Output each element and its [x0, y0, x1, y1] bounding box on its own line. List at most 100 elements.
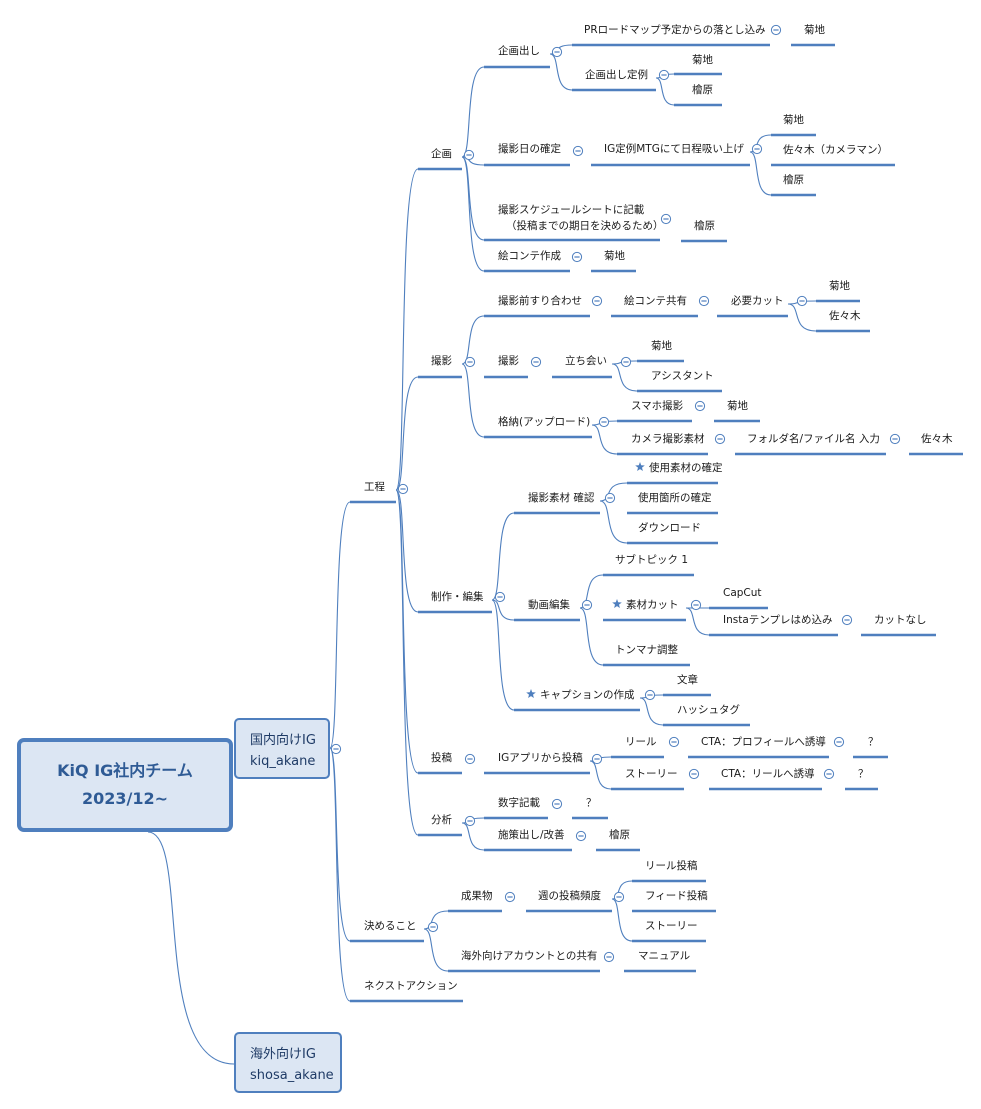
topic-kikaku-teirei[interactable]: 企画出し定例: [585, 68, 648, 81]
topic-seisaku[interactable]: 制作・編集: [431, 590, 484, 603]
topic-story-question[interactable]: ？: [858, 768, 869, 780]
topic-shiyou-sozai[interactable]: 使用素材の確定: [649, 461, 723, 474]
topic-next-action[interactable]: ネクストアクション: [364, 980, 458, 992]
topic-kakuno[interactable]: 格納(アップロード): [498, 415, 590, 428]
topic-mtg-kikuchi[interactable]: 菊地: [783, 113, 804, 126]
topic-kikaku[interactable]: 企画: [431, 147, 452, 160]
topic-ig-app[interactable]: IGアプリから投稿: [498, 751, 583, 764]
account-node-overseas[interactable]: 海外向けIG shosa_akane: [234, 1032, 342, 1093]
collapse-toggle-6[interactable]: [572, 145, 584, 157]
topic-kaigai-kyoyu[interactable]: 海外向けアカウントとの共有: [461, 949, 597, 962]
topic-insta-template[interactable]: Instaテンプレはめ込み: [723, 614, 832, 626]
topic-story[interactable]: ストーリー: [625, 768, 678, 780]
topic-tachiai[interactable]: 立ち会い: [565, 354, 607, 367]
topic-shiyou-kasho[interactable]: 使用箇所の確定: [638, 491, 712, 504]
topic-camera-sozai[interactable]: カメラ撮影素材: [631, 432, 705, 445]
collapse-toggle-2[interactable]: [463, 149, 475, 161]
topic-tonmana[interactable]: トンマナ調整: [615, 643, 678, 656]
topic-douga-henshu[interactable]: 動画編集: [528, 598, 570, 611]
topic-satsuei[interactable]: 撮影: [431, 354, 452, 367]
collapse-toggle-38[interactable]: [603, 951, 615, 963]
collapse-toggle-26[interactable]: [464, 753, 476, 765]
topic-seikabutsu[interactable]: 成果物: [461, 889, 493, 902]
topic-tachiai-kikuchi[interactable]: 菊地: [651, 339, 672, 352]
collapse-toggle-25[interactable]: [644, 689, 656, 701]
topic-suriawase[interactable]: 撮影前すり合わせ: [498, 294, 582, 307]
topic-sozai-kakunin[interactable]: 撮影素材 確認: [528, 491, 595, 504]
topic-cut-sasaki[interactable]: 佐々木: [829, 309, 861, 322]
collapse-toggle-31[interactable]: [823, 768, 835, 780]
topic-folder-name[interactable]: フォルダ名/ファイル名 入力: [747, 432, 880, 445]
topic-cut-nashi[interactable]: カットなし: [874, 614, 927, 626]
collapse-toggle-8[interactable]: [660, 213, 672, 225]
collapse-toggle-36[interactable]: [504, 891, 516, 903]
topic-ig-mtg[interactable]: IG定例MTGにて日程吸い上げ: [604, 142, 744, 155]
topic-shu-hindo[interactable]: 週の投稿頻度: [538, 889, 601, 902]
collapse-toggle-13[interactable]: [796, 295, 808, 307]
topic-capcut[interactable]: CapCut: [723, 587, 762, 599]
collapse-toggle-24[interactable]: [841, 614, 853, 626]
collapse-toggle-16[interactable]: [598, 416, 610, 428]
collapse-toggle-7[interactable]: [751, 143, 763, 155]
collapse-toggle-35[interactable]: [427, 921, 439, 933]
topic-feed-toukou[interactable]: フィード投稿: [645, 889, 708, 902]
topic-hitsuyo-cut[interactable]: 必要カット: [731, 294, 784, 307]
collapse-toggle-10[interactable]: [464, 356, 476, 368]
collapse-toggle-18[interactable]: [714, 433, 726, 445]
collapse-toggle-12[interactable]: [698, 295, 710, 307]
topic-satsuei-kakutei[interactable]: 撮影日の確定: [498, 142, 561, 155]
topic-toukou[interactable]: 投稿: [431, 751, 452, 764]
topic-schedule-hinohara[interactable]: 檜原: [694, 219, 715, 232]
topic-koutei[interactable]: 工程: [364, 481, 385, 493]
topic-mtg-hinohara[interactable]: 檜原: [783, 173, 804, 186]
topic-download[interactable]: ダウンロード: [638, 521, 701, 534]
collapse-toggle-17[interactable]: [694, 400, 706, 412]
topic-shisaku-hinohara[interactable]: 檜原: [609, 828, 630, 841]
collapse-toggles[interactable]: [330, 24, 901, 963]
topic-bunseki[interactable]: 分析: [431, 813, 452, 826]
collapse-toggle-1[interactable]: [397, 483, 409, 495]
topic-caption[interactable]: キャプションの作成: [540, 689, 635, 701]
collapse-toggle-15[interactable]: [620, 356, 632, 368]
collapse-toggle-30[interactable]: [688, 768, 700, 780]
collapse-toggle-22[interactable]: [581, 599, 593, 611]
collapse-toggle-19[interactable]: [889, 433, 901, 445]
collapse-toggle-5[interactable]: [658, 69, 670, 81]
topic-teirei-hinohara[interactable]: 檜原: [692, 83, 713, 96]
collapse-toggle-9[interactable]: [571, 251, 583, 263]
collapse-toggle-34[interactable]: [575, 830, 587, 842]
topic-suuji-question[interactable]: ？: [586, 797, 597, 809]
collapse-toggle-23[interactable]: [690, 599, 702, 611]
topic-kikaku-dashi[interactable]: 企画出し: [498, 44, 540, 57]
topic-folder-sasaki[interactable]: 佐々木: [921, 432, 953, 445]
topic-ekonte-kikuchi[interactable]: 菊地: [604, 249, 625, 262]
topic-cta-reel[interactable]: CTA：リールへ誘導: [721, 767, 815, 780]
account-node-domestic[interactable]: 国内向けIG kiq_akane: [234, 718, 330, 779]
topic-shisaku[interactable]: 施策出し/改善: [498, 828, 565, 841]
topic-ekonte-kyoyu[interactable]: 絵コンテ共有: [624, 294, 687, 307]
collapse-toggle-21[interactable]: [604, 492, 616, 504]
topic-bunsho[interactable]: 文章: [677, 673, 698, 686]
topic-subtopic[interactable]: サブトピック 1: [615, 553, 688, 566]
topic-cut-kikuchi[interactable]: 菊地: [829, 279, 850, 292]
central-topic[interactable]: KiQ IG社内チーム 2023/12~: [17, 738, 233, 832]
topic-reel[interactable]: リール: [625, 736, 657, 748]
topic-ekonte-sakusei[interactable]: 絵コンテ作成: [498, 249, 561, 262]
collapse-toggle-28[interactable]: [668, 736, 680, 748]
collapse-toggle-3[interactable]: [551, 46, 563, 58]
topic-sozai-cut[interactable]: 素材カット: [626, 598, 679, 611]
topic-assistant[interactable]: アシスタント: [651, 370, 714, 382]
topic-reel-toukou[interactable]: リール投稿: [645, 859, 698, 872]
topic-reel-question[interactable]: ？: [868, 736, 879, 748]
collapse-toggle-37[interactable]: [613, 891, 625, 903]
topic-manual[interactable]: マニュアル: [638, 950, 690, 962]
topic-kimeru[interactable]: 決めること: [364, 920, 417, 932]
topic-teirei-kikuchi[interactable]: 菊地: [692, 53, 713, 66]
collapse-toggle-4[interactable]: [770, 24, 782, 36]
collapse-toggle-27[interactable]: [591, 753, 603, 765]
topic-schedule[interactable]: 撮影スケジュールシートに記載: [498, 203, 645, 216]
collapse-toggle-0[interactable]: [330, 743, 342, 755]
topic-hashtag[interactable]: ハッシュタグ: [677, 703, 740, 716]
topic-pr-roadmap[interactable]: PRロードマップ予定からの落とし込み: [584, 23, 766, 36]
topic-satsuei-item[interactable]: 撮影: [498, 354, 519, 367]
